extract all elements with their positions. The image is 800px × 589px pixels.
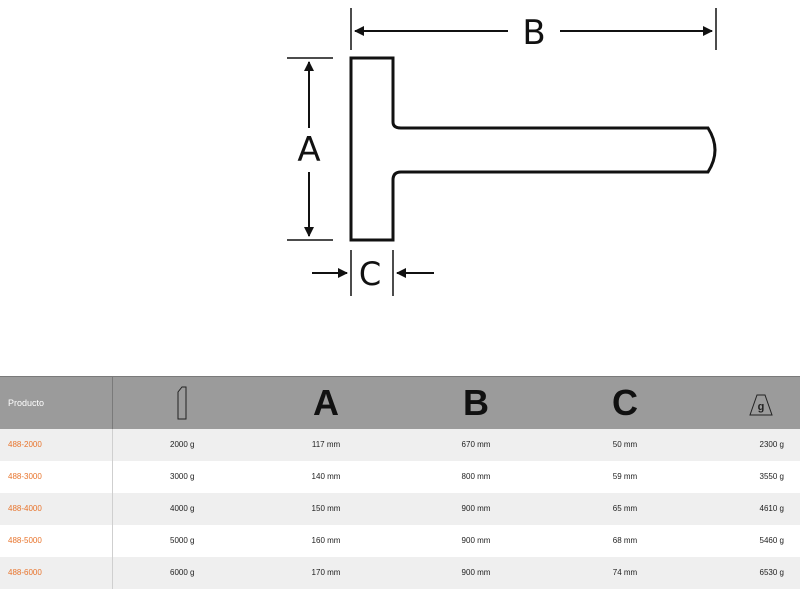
header-c-label: C xyxy=(612,381,638,423)
hammer-outline xyxy=(349,56,717,242)
header-a: A xyxy=(252,376,400,429)
hammer-dimension-diagram: A B C xyxy=(287,8,717,296)
weight-icon: g xyxy=(749,394,773,416)
cell-head-weight: 2000 g xyxy=(170,440,195,449)
header-b-label: B xyxy=(463,381,489,423)
cell-head-weight: 4000 g xyxy=(170,504,195,513)
dimension-a-label: A xyxy=(297,130,320,170)
cell-b: 900 mm xyxy=(461,504,491,513)
cell-a: 117 mm xyxy=(311,440,341,449)
header-c: C xyxy=(552,376,698,429)
cell-product: 488-2000 xyxy=(0,428,113,461)
cell-b: 800 mm xyxy=(461,472,491,481)
dimension-b: B xyxy=(350,8,717,53)
cell-head-weight: 6000 g xyxy=(170,568,195,577)
cell-c: 50 mm xyxy=(612,440,638,449)
cell-c: 59 mm xyxy=(612,472,638,481)
table-row: 488-6000 6000 g 170 mm 900 mm 74 mm 6530 g xyxy=(0,556,800,589)
cell-a: 140 mm xyxy=(311,472,341,481)
header-b: B xyxy=(400,376,552,429)
cell-head-weight: 3000 g xyxy=(170,472,195,481)
header-a-label: A xyxy=(313,381,339,423)
table-row: 488-2000 2000 g 117 mm 670 mm 50 mm 2300 g xyxy=(0,428,800,461)
hammer-head-icon xyxy=(177,386,187,420)
cell-product: 488-6000 xyxy=(0,556,113,589)
header-product: Producto xyxy=(0,376,113,429)
cell-weight: 6530 g xyxy=(759,568,784,577)
dimension-c: C xyxy=(312,250,434,296)
cell-head-weight: 5000 g xyxy=(170,536,195,545)
cell-b: 900 mm xyxy=(461,536,491,545)
cell-a: 160 mm xyxy=(311,536,341,545)
cell-product: 488-5000 xyxy=(0,524,113,557)
cell-weight: 4610 g xyxy=(759,504,784,513)
spec-table: Producto A B C g 488-2000 2000 g 117 mm 670… xyxy=(0,376,800,589)
dimension-b-label: B xyxy=(522,13,545,53)
cell-b: 900 mm xyxy=(461,568,491,577)
cell-c: 74 mm xyxy=(612,568,638,577)
weight-icon-symbol: g xyxy=(758,401,765,413)
cell-weight: 2300 g xyxy=(759,440,784,449)
table-header-row: Producto A B C g xyxy=(0,376,800,429)
cell-weight: 5460 g xyxy=(759,536,784,545)
table-row: 488-4000 4000 g 150 mm 900 mm 65 mm 4610 g xyxy=(0,492,800,525)
cell-product: 488-4000 xyxy=(0,492,113,525)
cell-b: 670 mm xyxy=(461,440,491,449)
table-row: 488-5000 5000 g 160 mm 900 mm 68 mm 5460 g xyxy=(0,524,800,557)
table-row: 488-3000 3000 g 140 mm 800 mm 59 mm 3550 g xyxy=(0,460,800,493)
dimension-a: A xyxy=(287,57,333,241)
cell-weight: 3550 g xyxy=(759,472,784,481)
cell-a: 150 mm xyxy=(311,504,341,513)
header-head-weight xyxy=(112,376,252,429)
cell-c: 65 mm xyxy=(612,504,638,513)
cell-c: 68 mm xyxy=(612,536,638,545)
header-total-weight: g xyxy=(698,376,800,429)
dimension-c-label: C xyxy=(359,255,381,293)
cell-product: 488-3000 xyxy=(0,460,113,493)
cell-a: 170 mm xyxy=(311,568,341,577)
